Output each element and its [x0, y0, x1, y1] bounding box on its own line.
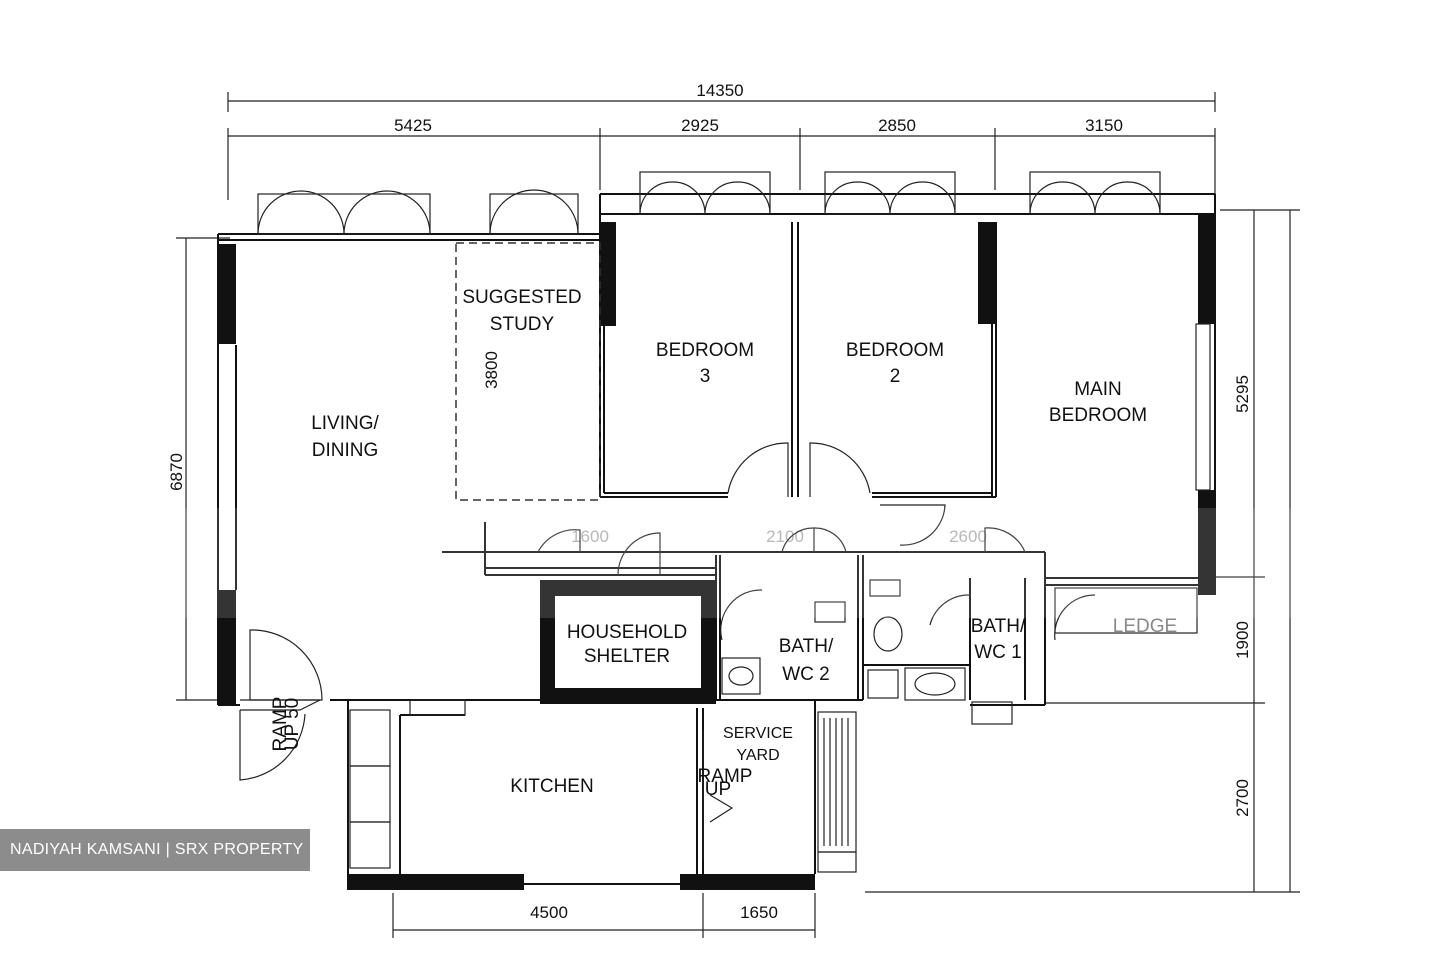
- label-kitchen: KITCHEN: [510, 776, 593, 797]
- label-living-dining-1: LIVING/: [311, 413, 379, 434]
- doors: [239, 442, 1096, 860]
- dim-bottom-1: 4500: [530, 903, 568, 922]
- label-main-bedroom-1: MAIN: [1074, 379, 1122, 400]
- label-study-1: SUGGESTED: [462, 287, 581, 308]
- top-windows: [257, 171, 1161, 235]
- label-ramp-up-50-2: UP 50: [282, 698, 303, 750]
- dim-segment-3: 2850: [878, 116, 916, 135]
- label-bath-wc2-2: WC 2: [782, 664, 830, 685]
- label-service-yard-2: YARD: [736, 747, 779, 764]
- label-bedroom2-1: BEDROOM: [846, 340, 944, 361]
- dim-segment-1: 5425: [394, 116, 432, 135]
- label-bath-wc1-2: WC 1: [974, 642, 1022, 663]
- dim-segment-2: 2925: [681, 116, 719, 135]
- label-ledge: LEDGE: [1113, 616, 1177, 637]
- dim-bottom-2: 1650: [740, 903, 778, 922]
- dim-study-height: 3800: [482, 351, 501, 389]
- label-ramp-up-50-1: RAMP: [270, 697, 291, 752]
- dim-left-height: 6870: [167, 453, 186, 491]
- label-bath-wc1-1: BATH/: [971, 616, 1026, 637]
- label-ramp-up-2: UP: [705, 779, 731, 800]
- dim-overall-width: 14350: [696, 81, 743, 100]
- label-service-yard-1: SERVICE: [723, 725, 793, 742]
- dim-corridor-3: 2600: [949, 527, 987, 546]
- label-living-dining-2: DINING: [312, 440, 379, 461]
- faint-watermark-band: [60, 508, 1380, 618]
- dim-corridor-2: 2100: [766, 527, 804, 546]
- label-bath-wc2-1: BATH/: [779, 636, 834, 657]
- dim-right-2: 1900: [1233, 621, 1252, 659]
- fixtures: [721, 579, 966, 701]
- dim-right-1: 5295: [1233, 375, 1252, 413]
- dim-segment-4: 3150: [1085, 116, 1123, 135]
- label-main-bedroom-2: BEDROOM: [1049, 405, 1147, 426]
- label-bedroom3-2: 3: [700, 366, 711, 387]
- label-study-2: STUDY: [490, 314, 555, 335]
- label-ramp-up-1: RAMP: [698, 766, 753, 787]
- dimension-lines: [176, 92, 1300, 938]
- label-bedroom2-2: 2: [890, 366, 901, 387]
- label-household-shelter-1: HOUSEHOLD: [567, 622, 687, 643]
- label-bedroom3-1: BEDROOM: [656, 340, 754, 361]
- label-household-shelter-2: SHELTER: [584, 646, 670, 667]
- watermark-label: NADIYAH KAMSANI | SRX PROPERTY: [0, 829, 310, 871]
- dim-right-3: 2700: [1233, 779, 1252, 817]
